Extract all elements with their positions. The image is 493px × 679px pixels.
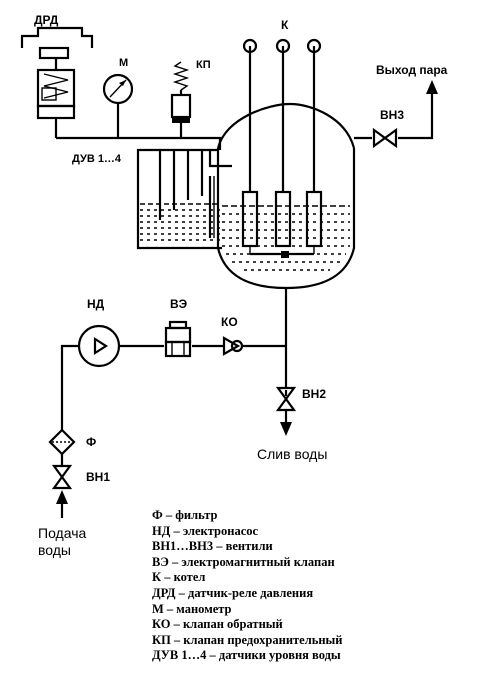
label-relief-valve: КП bbox=[196, 59, 211, 71]
label-vn3: ВН3 bbox=[380, 108, 404, 122]
valve-vn3 bbox=[372, 127, 398, 149]
label-vn2: ВН2 bbox=[302, 387, 326, 401]
water-inlet-arrow bbox=[56, 490, 68, 518]
label-vn1: ВН1 bbox=[86, 470, 110, 484]
level-sensor-tank bbox=[136, 148, 232, 250]
feed-line bbox=[60, 288, 288, 430]
legend-item: М – манометр bbox=[152, 601, 232, 616]
steam-outlet-line bbox=[354, 80, 438, 140]
label-solenoid: ВЭ bbox=[170, 297, 188, 311]
legend: Ф – фильтр НД – электронасос ВН1…ВН3 – в… bbox=[152, 508, 482, 664]
drain-line bbox=[275, 386, 297, 436]
label-check-valve: КО bbox=[221, 315, 238, 329]
relief-valve bbox=[170, 61, 192, 138]
filter bbox=[48, 428, 76, 466]
legend-item: НД – электронасос bbox=[152, 523, 259, 538]
steam-header-pipe bbox=[56, 136, 222, 150]
legend-item: КП – клапан предохранительный bbox=[152, 632, 343, 647]
check-valve bbox=[222, 336, 244, 356]
pressure-switch-drd bbox=[20, 26, 94, 138]
legend-item: ДРД – датчик-реле давления bbox=[152, 585, 314, 600]
label-filter: Ф bbox=[86, 435, 96, 449]
legend-item: ВН1…ВН3 – вентили bbox=[152, 539, 273, 554]
electric-pump bbox=[77, 324, 121, 368]
legend-item: КО – клапан обратный bbox=[152, 617, 283, 632]
label-steam-out: Выход пара bbox=[376, 63, 448, 77]
solenoid-valve bbox=[164, 320, 192, 358]
label-drain: Слив воды bbox=[257, 446, 327, 462]
label-manometer: М bbox=[119, 57, 128, 69]
label-water-in-1: Подача bbox=[38, 525, 86, 541]
boiler-vessel bbox=[216, 38, 356, 290]
manometer bbox=[102, 73, 134, 138]
label-sensors: ДУВ 1…4 bbox=[72, 153, 122, 165]
label-water-in-2: воды bbox=[38, 542, 71, 558]
legend-item: ДУВ 1…4 – датчики уровня воды bbox=[152, 648, 341, 663]
valve-vn1 bbox=[51, 464, 73, 490]
label-boiler: К bbox=[281, 18, 289, 32]
legend-item: ВЭ – электромагнитный клапан bbox=[152, 554, 335, 569]
label-drd: ДРД bbox=[34, 13, 59, 27]
label-pump: НД bbox=[87, 297, 105, 311]
legend-item: К – котел bbox=[152, 570, 206, 585]
legend-item: Ф – фильтр bbox=[152, 508, 218, 522]
